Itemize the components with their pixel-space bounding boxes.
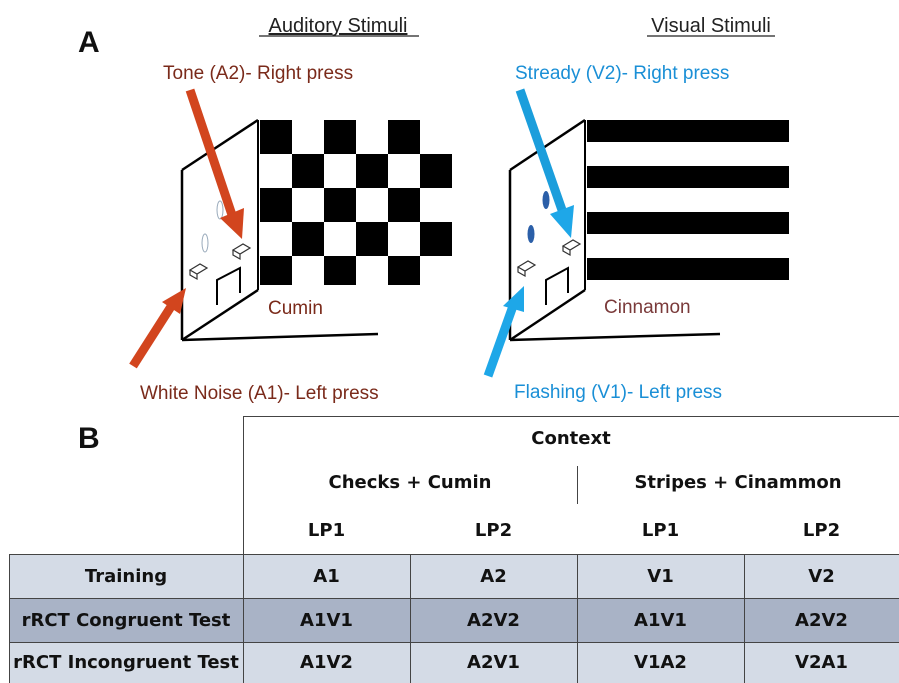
auditory-top-label: Tone (A2)- Right press	[163, 63, 353, 84]
context-header: Context	[531, 427, 611, 449]
grid-line	[410, 554, 411, 683]
stimulus-light-left	[527, 225, 535, 243]
panel-label-b: B	[78, 422, 100, 455]
visual-top-arrow	[515, 88, 574, 238]
stripe-2	[587, 166, 789, 188]
grid-line	[9, 642, 899, 643]
table-cell: A1	[313, 565, 340, 587]
subheader-lp1-b: LP1	[641, 519, 680, 541]
stimulus-light-right	[542, 191, 550, 209]
checkerboard-wall	[260, 120, 452, 285]
stripe-1	[587, 120, 789, 142]
panel-label-a: A	[78, 26, 100, 59]
auditory-heading: Auditory Stimuli	[269, 15, 408, 37]
panel-b-table: B Context Checks + Cumin Stripes + Cinam…	[0, 416, 899, 683]
left-lever-icon	[516, 260, 537, 278]
table-cell: A2V2	[467, 609, 520, 631]
grid-line	[9, 598, 899, 599]
food-magazine-icon	[545, 266, 569, 305]
grid-line	[243, 416, 899, 417]
row-label: Training	[84, 565, 168, 587]
chamber-floor-front-edge	[509, 288, 586, 342]
table-cell: A2	[480, 565, 507, 587]
group-header-2: Stripes + Cinammon	[634, 471, 842, 493]
group-header-1: Checks + Cumin	[328, 471, 492, 493]
table-row-incongruent: rRCT Incongruent Test A1V2 A2V1 V1A2 V2A…	[9, 642, 899, 683]
visual-bottom-arrow	[483, 286, 524, 378]
auditory-chamber: Cumin	[180, 118, 452, 342]
auditory-top-arrow	[185, 88, 244, 239]
right-lever-icon	[231, 243, 252, 261]
table-cell: V2A1	[795, 652, 848, 673]
grid-line	[243, 416, 244, 683]
row-label: rRCT Incongruent Test	[13, 652, 239, 673]
auditory-odor-label: Cumin	[268, 298, 323, 319]
subheader-lp2-a: LP2	[474, 519, 513, 541]
stimulus-light-left	[201, 233, 209, 253]
visual-heading: Visual Stimuli	[651, 15, 771, 37]
table-cell: A1V1	[634, 609, 687, 631]
visual-odor-label: Cinnamon	[604, 297, 691, 318]
subheader-lp2-b: LP2	[802, 519, 841, 541]
right-lever-icon	[561, 239, 582, 257]
table-cell: A1V2	[300, 652, 353, 673]
table-cell: V1	[647, 565, 674, 587]
panel-a-figure: A Auditory Stimuli Visual Stimuli Cumin …	[78, 15, 789, 404]
chamber-wall-top-edge	[181, 118, 259, 172]
table-cell: A2V1	[467, 652, 520, 673]
table-row-congruent: rRCT Congruent Test A1V1 A2V2 A1V1 A2V2	[9, 598, 899, 642]
visual-chamber: Cinnamon	[508, 118, 789, 342]
auditory-bottom-arrow	[129, 288, 186, 369]
left-lever-icon	[188, 263, 209, 281]
table-cell: V1A2	[634, 652, 687, 673]
food-magazine-icon	[216, 266, 241, 305]
grid-line	[744, 554, 745, 683]
grid-line	[9, 554, 10, 683]
visual-bottom-label: Flashing (V1)- Left press	[514, 382, 722, 403]
table-cell: V2	[808, 565, 835, 587]
grid-line	[9, 554, 899, 555]
chamber-floor-front-edge	[181, 288, 259, 342]
grid-line	[577, 466, 578, 504]
row-label: rRCT Congruent Test	[21, 609, 231, 631]
stimulus-light-right	[216, 200, 224, 220]
table-cell: A1V1	[300, 609, 353, 631]
stripe-3	[587, 212, 789, 234]
chamber-floor-edge	[181, 332, 379, 342]
chamber-wall-top-edge	[509, 118, 586, 172]
visual-top-label: Stready (V2)- Right press	[515, 63, 729, 84]
auditory-bottom-label: White Noise (A1)- Left press	[140, 383, 379, 404]
table-cell: A2V2	[795, 609, 848, 631]
stripe-4	[587, 258, 789, 280]
subheader-lp1-a: LP1	[307, 519, 346, 541]
table-row-training: Training A1 A2 V1 V2	[9, 554, 899, 598]
grid-line	[577, 554, 578, 683]
chamber-floor-edge	[509, 332, 721, 342]
